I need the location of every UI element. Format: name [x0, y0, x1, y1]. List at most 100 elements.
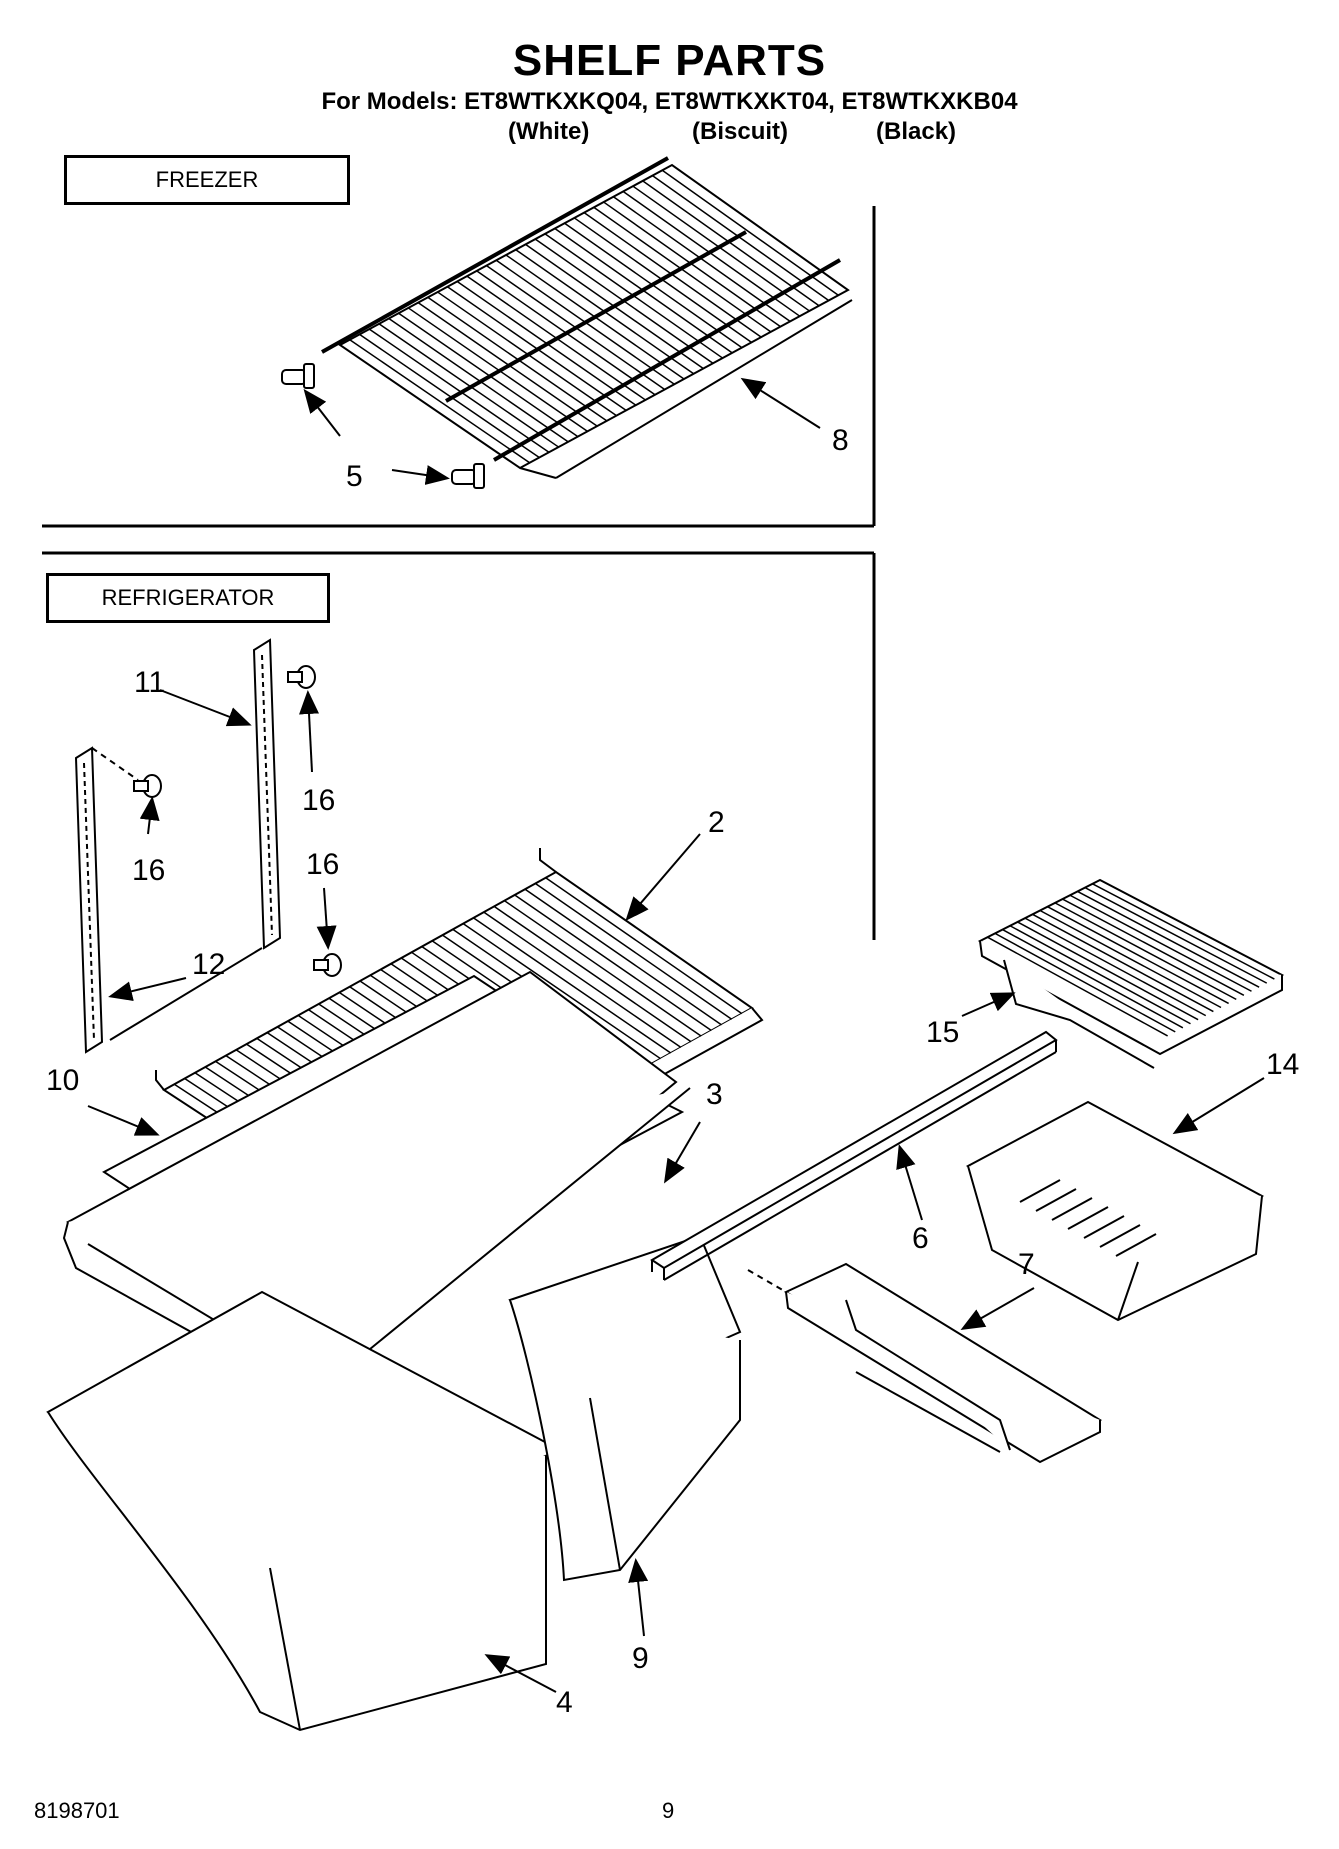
- callout-3: 3: [706, 1078, 723, 1111]
- meat-keeper-pan: [965, 1100, 1265, 1322]
- shelf-wire: [1002, 928, 1184, 1029]
- shelf-wire: [398, 312, 579, 438]
- shelf-wire: [515, 249, 695, 375]
- freezer-shelf-rollers: [281, 363, 485, 489]
- callout-4: 4: [556, 1686, 573, 1719]
- shelf-wire: [483, 911, 682, 1049]
- meat-keeper-cover: [977, 878, 1285, 1069]
- shelf-wire: [1062, 898, 1245, 996]
- shelf-wire: [359, 333, 540, 459]
- color-black: (Black): [876, 118, 957, 145]
- shelf-wire: [1069, 894, 1252, 992]
- callout-8: 8: [832, 424, 849, 457]
- shelf-wire: [593, 206, 772, 333]
- freezer-label: FREEZER: [64, 155, 350, 205]
- shelf-wire: [534, 238, 714, 364]
- shelf-wire: [495, 259, 675, 385]
- callout-16-left: 16: [132, 854, 166, 887]
- shelf-wire: [349, 339, 531, 464]
- shelf-wire: [1092, 883, 1275, 980]
- shelf-wire: [505, 254, 685, 380]
- shelf-wire: [1077, 890, 1260, 988]
- pan-slot: [1083, 1215, 1125, 1239]
- shelf-wire: [1084, 886, 1268, 984]
- shelf-wire: [1024, 917, 1207, 1017]
- shelf-wire: [437, 291, 617, 417]
- deli-drawer: [508, 1234, 742, 1582]
- shelf-wire: [514, 894, 712, 1032]
- callout-11: 11: [134, 666, 166, 699]
- callout-14: 14: [1266, 1048, 1300, 1081]
- shelf-wire: [525, 243, 704, 370]
- shelf-wire: [583, 212, 762, 338]
- shelf-wire: [573, 217, 752, 343]
- callout-10: 10: [46, 1064, 80, 1097]
- shelf-wire: [554, 227, 733, 354]
- shelf-wire: [417, 302, 598, 427]
- shelf-wire: [545, 877, 743, 1015]
- shelf-wire: [493, 905, 692, 1043]
- shelf-wire: [476, 270, 656, 396]
- shelf-wire: [1047, 906, 1229, 1005]
- shelf-wire: [388, 317, 569, 443]
- callout-2: 2: [708, 806, 725, 839]
- shelf-wire: [661, 169, 839, 296]
- shelf-wire: [503, 900, 702, 1037]
- shelf-wire: [524, 888, 722, 1026]
- shelf-divider-strip: [650, 1030, 1058, 1281]
- page-number: 9: [662, 1798, 675, 1823]
- callout-leaders: [87, 377, 1265, 1693]
- drawer-rail-bracket: [747, 1262, 1103, 1464]
- shelf-wire: [473, 917, 672, 1054]
- shelf-wire: [378, 323, 560, 448]
- shelf-wire: [994, 932, 1176, 1033]
- pan-slot: [1051, 1197, 1093, 1221]
- shelf-wire: [1039, 909, 1222, 1009]
- shelf-wire: [642, 180, 820, 307]
- shelf-wire: [368, 328, 550, 453]
- callout-15: 15: [926, 1016, 960, 1049]
- shelf-wire: [486, 264, 666, 391]
- shelf-wire: [1054, 902, 1237, 1001]
- freezer-wire-shelf: [321, 156, 853, 479]
- shelf-wire: [1032, 913, 1214, 1013]
- shelf-wire: [407, 307, 588, 432]
- callout-16-top: 16: [302, 784, 336, 817]
- shelf-wire: [544, 233, 724, 359]
- pan-slot: [1067, 1206, 1109, 1230]
- color-biscuit: (Biscuit): [692, 118, 788, 145]
- pan-slot: [1115, 1233, 1157, 1257]
- shelf-wire: [534, 882, 733, 1020]
- shelf-wire: [446, 286, 627, 412]
- shelf-wire: [1017, 921, 1199, 1021]
- shelf-wire: [456, 280, 637, 406]
- page-title: SHELF PARTS: [512, 36, 827, 85]
- shelf-rails: [74, 638, 282, 1054]
- shelf-wire: [987, 936, 1168, 1037]
- callout-16-lower: 16: [306, 848, 340, 881]
- callout-9: 9: [632, 1642, 649, 1675]
- pan-slot: [1019, 1179, 1061, 1203]
- models-line: For Models: ET8WTKXKQ04, ET8WTKXKT04, ET…: [321, 88, 1018, 115]
- shelf-wire: [564, 222, 743, 349]
- shelf-wire: [1009, 925, 1191, 1025]
- callout-5: 5: [346, 460, 363, 493]
- color-white: (White): [508, 118, 590, 145]
- crisper-drawer: [46, 1290, 563, 1732]
- refrigerator-label: REFRIGERATOR: [46, 573, 330, 623]
- shelf-wire: [632, 185, 810, 312]
- pan-slot: [1035, 1188, 1077, 1212]
- shelf-wire: [612, 196, 791, 323]
- shelf-wire: [462, 923, 662, 1060]
- shelf-wire: [603, 201, 781, 328]
- callout-12: 12: [192, 948, 226, 981]
- shelf-wire: [652, 174, 830, 302]
- shelf-wire: [622, 190, 801, 317]
- document-number: 8198701: [34, 1798, 120, 1823]
- shelf-wire: [427, 296, 608, 422]
- rail-screws: [133, 665, 342, 977]
- callout-6: 6: [912, 1222, 929, 1255]
- callout-7: 7: [1018, 1248, 1035, 1281]
- pan-slot: [1099, 1224, 1141, 1248]
